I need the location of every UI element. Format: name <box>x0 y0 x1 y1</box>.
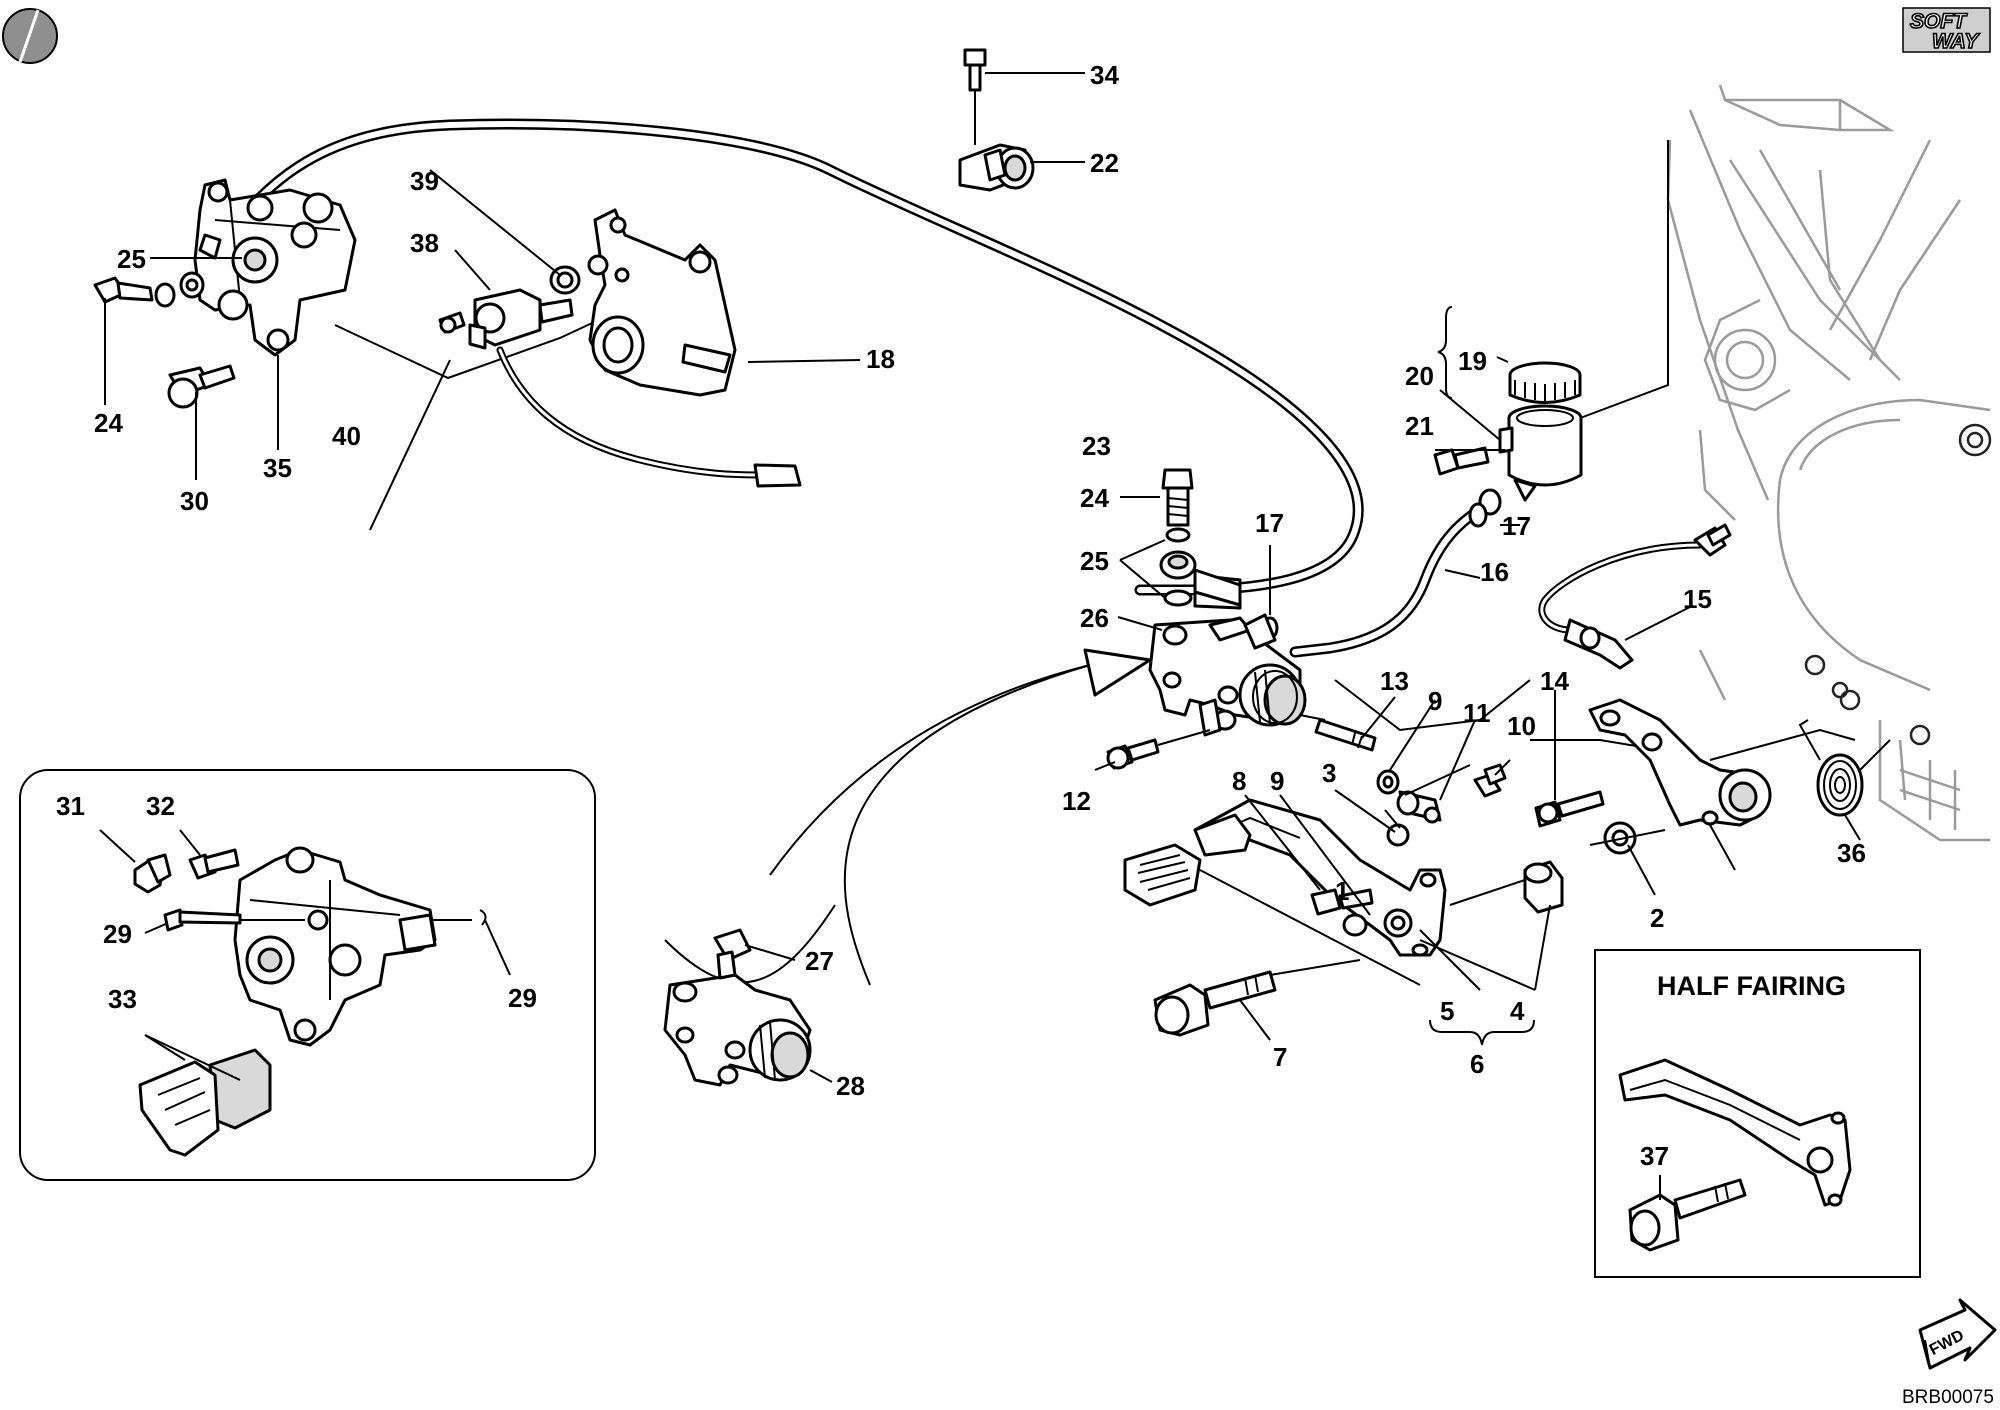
brake-fluid-reservoir <box>1433 361 1583 502</box>
banjo-bolt-stack <box>1159 468 1242 607</box>
caliper-bolt-and-washer <box>93 271 236 409</box>
callout-14: 14 <box>1540 666 1569 696</box>
caliper-detail-drawing <box>233 846 437 1047</box>
callout-27: 27 <box>805 946 834 976</box>
clevis-assembly <box>1376 763 1507 847</box>
callout-9a: 9 <box>1270 766 1284 796</box>
return-spring <box>1798 719 1891 817</box>
callout-36: 36 <box>1837 838 1866 868</box>
brake-lever-arm <box>1588 698 1772 827</box>
lever-bushings <box>1523 821 1637 914</box>
callout-33: 33 <box>108 984 137 1014</box>
reservoir-hose <box>1251 488 1502 658</box>
hose-clamp-and-bolt <box>958 48 1035 192</box>
callout-17b: 17 <box>1502 511 1531 541</box>
callout-labels: 1 2 3 4 5 6 7 8 9 9 10 11 12 13 14 15 16… <box>56 60 1866 1171</box>
callout-5: 5 <box>1440 996 1454 1026</box>
callout-21: 21 <box>1405 411 1434 441</box>
callout-19: 19 <box>1458 346 1487 376</box>
callout-7: 7 <box>1273 1042 1287 1072</box>
half-disc-mark-icon <box>2 8 58 64</box>
brake-light-sensor-wire <box>1538 523 1732 670</box>
rear-brake-master-cylinder <box>1148 613 1307 737</box>
caliper-detail-box <box>19 769 596 1181</box>
half-fairing-box <box>1594 949 1921 1278</box>
callout-17a: 17 <box>1255 508 1284 538</box>
rear-brake-pedal <box>1123 798 1447 957</box>
callout-12: 12 <box>1062 786 1091 816</box>
callout-20: 20 <box>1405 361 1434 391</box>
diagram-code: BRB00075 <box>1902 1387 1994 1408</box>
callout-25b: 25 <box>1080 546 1109 576</box>
callout-38: 38 <box>410 228 439 258</box>
softway-logo: SOFT WAY <box>1902 7 1991 54</box>
master-cylinder-bolt <box>1106 738 1160 770</box>
callout-9b: 9 <box>1428 686 1442 716</box>
frame-background <box>1666 84 1992 842</box>
callout-39: 39 <box>410 166 439 196</box>
callout-34: 34 <box>1090 60 1119 90</box>
brake-light-switch <box>438 288 802 488</box>
callout-35: 35 <box>263 453 292 483</box>
callout-23: 23 <box>1082 431 1111 461</box>
callout-11: 11 <box>1463 698 1491 728</box>
callout-6: 6 <box>1470 1049 1484 1079</box>
brake-caliper-bracket <box>549 208 737 397</box>
callout-32: 32 <box>146 791 175 821</box>
group-brace-6 <box>1429 1019 1535 1046</box>
half-fairing-pedal <box>1618 1058 1852 1252</box>
master-cylinder-pushrod <box>1314 718 1377 752</box>
callout-37: 37 <box>1640 1141 1669 1171</box>
rear-brake-caliper <box>193 178 357 357</box>
forward-direction-icon: FWD <box>1918 1298 1997 1370</box>
callout-3: 3 <box>1322 758 1336 788</box>
caliper-detail-small-parts <box>133 848 487 932</box>
callout-28: 28 <box>836 1071 865 1101</box>
callout-16: 16 <box>1480 557 1509 587</box>
logo-line-1: SOFT <box>1910 10 1968 33</box>
callout-24a: 24 <box>1080 483 1109 513</box>
detail-arrow <box>664 648 1152 986</box>
callout-1: 1 <box>1335 876 1349 906</box>
brake-pads <box>138 1048 272 1157</box>
callout-40: 40 <box>332 421 361 451</box>
reservoir-brace <box>1437 306 1453 399</box>
lever-pivot-bolt <box>1534 790 1605 828</box>
callout-26: 26 <box>1080 603 1109 633</box>
callout-15: 15 <box>1683 584 1712 614</box>
callout-13: 13 <box>1380 666 1409 696</box>
callout-22: 22 <box>1090 148 1119 178</box>
pedal-pivot-pin <box>1153 970 1277 1037</box>
callout-25a: 25 <box>117 244 146 274</box>
callout-10: 10 <box>1507 711 1536 741</box>
callout-2: 2 <box>1650 903 1664 933</box>
callout-24b: 24 <box>94 408 123 438</box>
callout-31: 31 <box>56 791 85 821</box>
master-cylinder-detail <box>663 928 812 1087</box>
callout-30: 30 <box>180 486 209 516</box>
half-fairing-title: HALF FAIRING <box>1657 971 1846 1001</box>
callout-18: 18 <box>866 344 895 374</box>
callout-29a: 29 <box>103 919 132 949</box>
logo-line-2: WAY <box>1932 30 1980 53</box>
callout-8: 8 <box>1232 766 1246 796</box>
callout-4: 4 <box>1510 996 1525 1026</box>
callout-29b: 29 <box>508 983 537 1013</box>
